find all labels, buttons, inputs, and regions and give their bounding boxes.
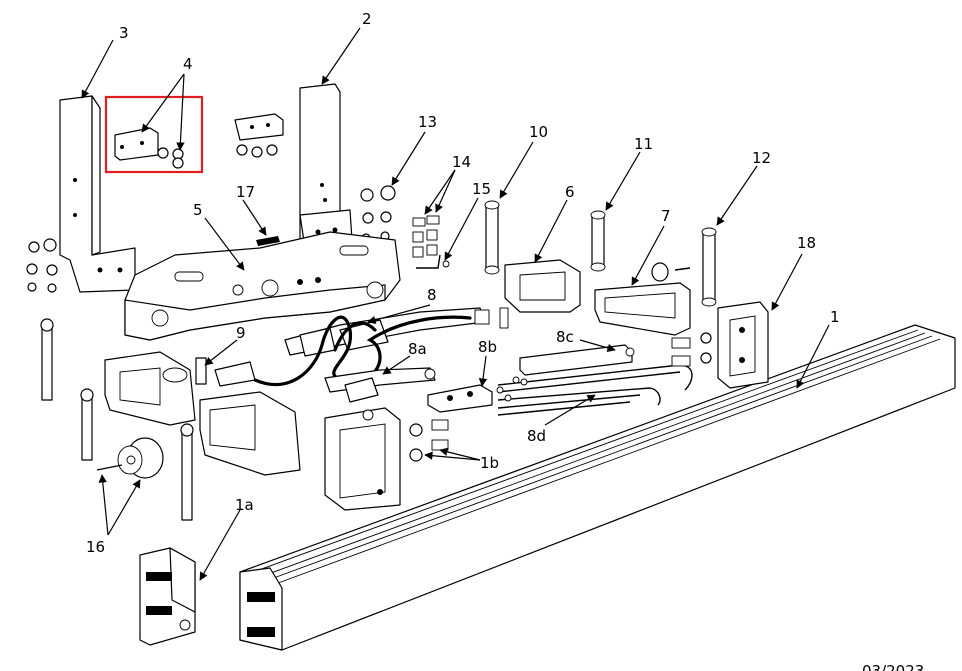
left-bolts bbox=[26, 238, 58, 293]
callout-9: 9 bbox=[236, 324, 246, 342]
callout-17: 17 bbox=[236, 183, 255, 201]
callout-4: 4 bbox=[183, 55, 193, 73]
part-2-center-bracket bbox=[299, 83, 353, 249]
callout-14: 14 bbox=[452, 153, 471, 171]
part-1-step-bar bbox=[239, 324, 956, 651]
callout-1b: 1b bbox=[480, 454, 499, 472]
callout-8: 8 bbox=[427, 286, 437, 304]
part-8d-hydraulic-lines bbox=[496, 364, 693, 416]
part-7-hinge-bracket bbox=[594, 262, 691, 336]
part-11-pin bbox=[590, 210, 606, 272]
part-14-pads bbox=[412, 215, 440, 258]
callout-18: 18 bbox=[797, 234, 816, 252]
part-5-main-frame bbox=[124, 231, 401, 341]
part-12-pin bbox=[701, 227, 717, 307]
part-1a-end-cap bbox=[139, 547, 196, 646]
callout-5: 5 bbox=[193, 201, 203, 219]
long-bolts bbox=[40, 318, 194, 521]
part-8-actuator-assembly bbox=[253, 307, 490, 387]
part-3-left-bracket bbox=[59, 95, 136, 293]
part-8c-cylinder bbox=[519, 344, 635, 376]
callout-8d: 8d bbox=[527, 427, 546, 445]
pin-small bbox=[499, 307, 509, 329]
left-lower-bracket bbox=[104, 351, 196, 426]
highlight-box bbox=[104, 95, 204, 174]
callout-12: 12 bbox=[752, 149, 771, 167]
callout-15: 15 bbox=[472, 180, 491, 198]
callout-7: 7 bbox=[661, 207, 671, 225]
part-1b-mount-plate bbox=[324, 407, 449, 511]
callout-11: 11 bbox=[634, 135, 653, 153]
part-10-pin bbox=[484, 200, 500, 275]
callout-6: 6 bbox=[565, 183, 575, 201]
callout-16: 16 bbox=[86, 538, 105, 556]
part-6-hinge-bracket bbox=[504, 259, 581, 313]
part-13-bushings bbox=[360, 185, 396, 243]
left-mid-bracket bbox=[199, 391, 301, 476]
leader-lines bbox=[81, 27, 830, 581]
callout-3: 3 bbox=[119, 24, 129, 42]
callout-8c: 8c bbox=[556, 328, 574, 346]
part-15-pin bbox=[416, 254, 450, 269]
callout-1a: 1a bbox=[235, 496, 254, 514]
callout-8a: 8a bbox=[408, 340, 427, 358]
part-8b-manifold bbox=[427, 384, 493, 413]
part-4-clamp-copy bbox=[234, 113, 284, 158]
callout-2: 2 bbox=[362, 10, 372, 28]
part-4-clamp-and-bolts bbox=[104, 95, 204, 174]
callout-1: 1 bbox=[830, 308, 840, 326]
callout-13: 13 bbox=[418, 113, 437, 131]
part-9-pin bbox=[195, 357, 256, 387]
callout-labels: 3 2 4 13 10 11 12 14 15 17 6 5 7 18 8 1 … bbox=[86, 10, 924, 671]
footer-text: 03/2023 bbox=[862, 662, 924, 671]
callout-8b: 8b bbox=[478, 338, 497, 356]
part-18-mount-plate bbox=[671, 301, 769, 389]
part-17-shim bbox=[256, 236, 280, 246]
part-16-roller bbox=[96, 437, 164, 479]
callout-10: 10 bbox=[529, 123, 548, 141]
part-8a-link-arm bbox=[324, 367, 436, 403]
